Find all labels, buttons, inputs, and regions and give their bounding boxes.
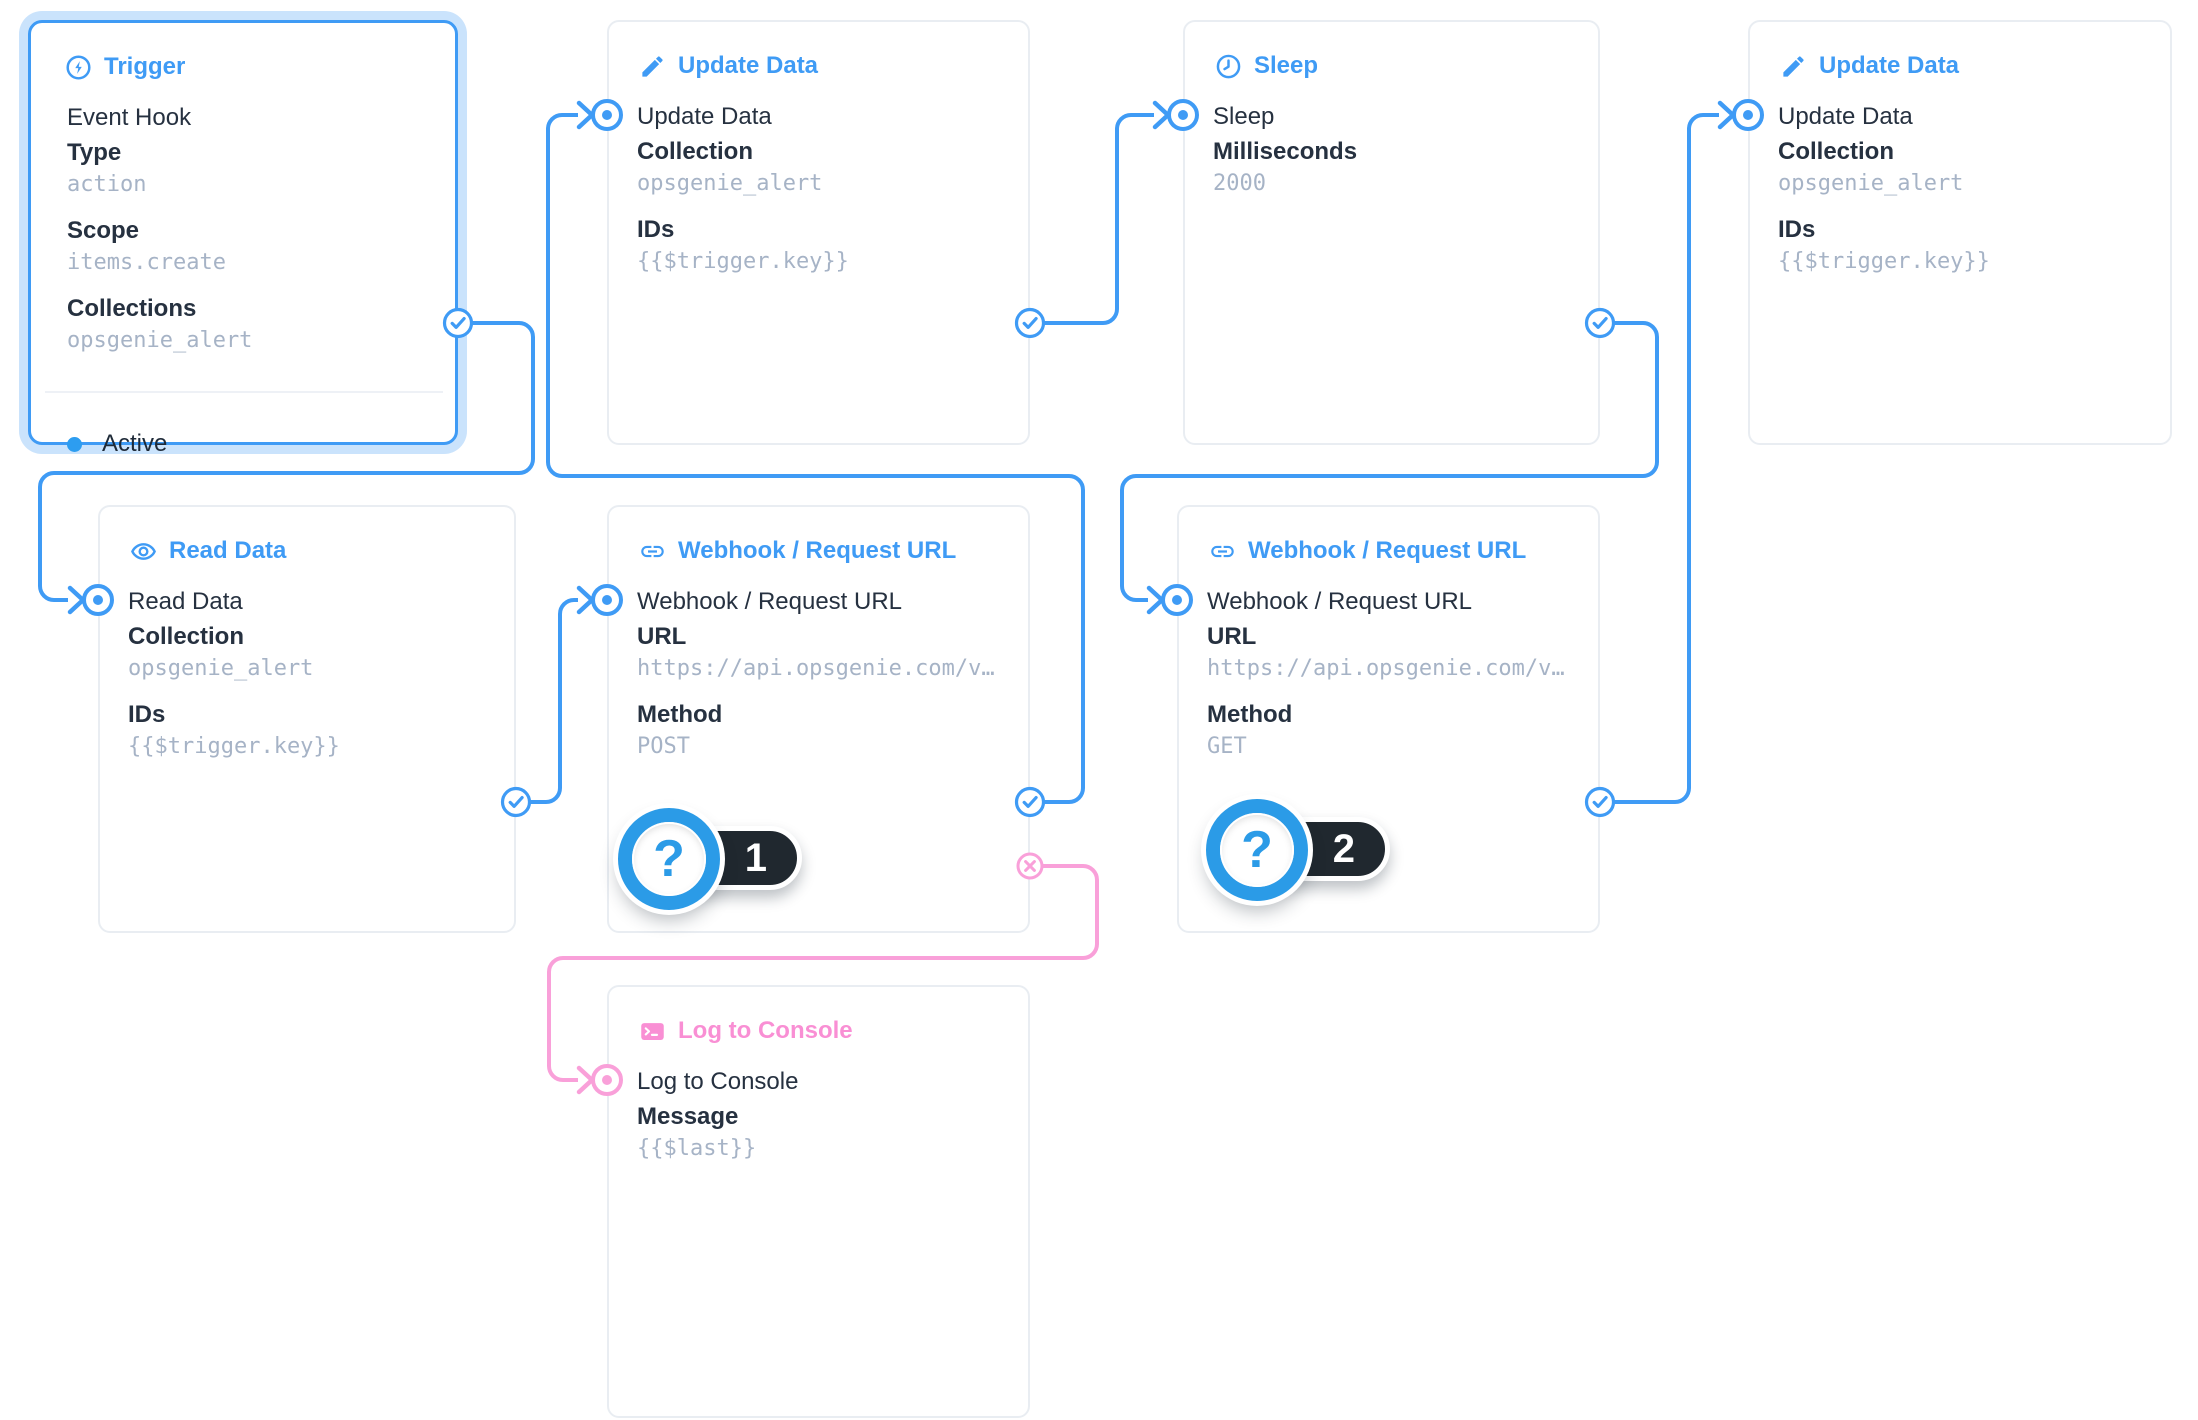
badge-count: 1 <box>744 835 767 880</box>
node-update-data-2[interactable]: Update Data Update Data Collection opsge… <box>1748 20 2172 445</box>
webhook-post-question-badge[interactable]: ? <box>618 808 720 910</box>
edge-arrowhead <box>1146 585 1165 615</box>
edge-webhook-post-reject-to-log <box>547 864 1099 1082</box>
field-label: IDs <box>637 216 675 243</box>
node-title: Read Data <box>169 537 287 564</box>
lightning-circle-icon <box>65 54 92 81</box>
field-label: IDs <box>1778 216 1816 243</box>
question-mark-icon: ? <box>632 822 706 896</box>
field-value: {{$trigger.key}} <box>637 249 849 274</box>
field-label: Milliseconds <box>1213 138 1358 165</box>
node-header: Trigger <box>65 49 185 85</box>
node-subtitle: Log to Console <box>637 1068 799 1095</box>
node-title: Update Data <box>678 52 819 79</box>
edge-arrowhead <box>576 585 595 615</box>
field-value: https://api.opsgenie.com/v… <box>637 656 995 681</box>
node-subtitle: Webhook / Request URL <box>637 588 903 615</box>
edge-update-data-1-to-sleep <box>1030 113 1154 325</box>
field-label: Method <box>637 701 723 728</box>
node-subtitle: Read Data <box>128 588 243 615</box>
field-value: {{$trigger.key}} <box>128 734 340 759</box>
eye-icon <box>130 538 157 565</box>
edge-arrowhead <box>576 1065 595 1095</box>
field-label: Collection <box>1778 138 1895 165</box>
node-header: Sleep <box>1215 48 1318 84</box>
field-value: items.create <box>67 250 226 275</box>
pencil-icon <box>639 53 666 80</box>
edge-webhook-post-to-update-data-1 <box>546 113 1085 804</box>
node-subtitle: Update Data <box>1778 103 1913 130</box>
node-trigger[interactable]: Trigger Event Hook Type action Scope ite… <box>28 20 458 457</box>
field-label: Collections <box>67 295 197 322</box>
field-label: Message <box>637 1103 739 1130</box>
field-value: action <box>67 172 147 197</box>
field-label: Collection <box>128 623 245 650</box>
field-label: Scope <box>67 217 140 244</box>
field-value: 2000 <box>1213 171 1266 196</box>
node-header: Log to Console <box>639 1013 853 1049</box>
field-value: https://api.opsgenie.com/v… <box>1207 656 1565 681</box>
edge-arrowhead <box>1152 100 1171 130</box>
field-value: opsgenie_alert <box>637 171 823 196</box>
field-label: Type <box>67 139 122 166</box>
field-value: opsgenie_alert <box>1778 171 1964 196</box>
status-label: Active <box>102 430 168 457</box>
edge-trigger-to-read-data <box>38 321 535 602</box>
node-update-data-1[interactable]: Update Data Update Data Collection opsge… <box>607 20 1030 445</box>
node-header: Webhook / Request URL <box>1209 533 1526 569</box>
field-value: opsgenie_alert <box>128 656 314 681</box>
edge-sleep-to-webhook-get <box>1120 321 1659 602</box>
node-title: Trigger <box>104 53 186 80</box>
node-subtitle: Sleep <box>1213 103 1275 130</box>
edge-arrowhead <box>67 585 86 615</box>
field-value: GET <box>1207 734 1247 759</box>
status-dot-icon <box>67 436 82 452</box>
edge-arrowhead <box>1717 100 1736 130</box>
field-label: URL <box>637 623 687 650</box>
field-value: opsgenie_alert <box>67 328 253 353</box>
edge-arrowhead <box>576 100 595 130</box>
node-log-to-console[interactable]: Log to Console Log to Console Message {{… <box>607 985 1030 1418</box>
divider <box>45 391 443 393</box>
node-title: Update Data <box>1819 52 1960 79</box>
trigger-status: Active <box>67 429 167 459</box>
node-read-data[interactable]: Read Data Read Data Collection opsgenie_… <box>98 505 516 933</box>
node-title: Sleep <box>1254 52 1319 79</box>
pencil-icon <box>1780 53 1807 80</box>
node-subtitle: Event Hook <box>67 104 192 131</box>
field-label: URL <box>1207 623 1257 650</box>
badge-count: 2 <box>1332 826 1355 871</box>
node-header: Update Data <box>639 48 818 84</box>
link-icon <box>639 538 666 565</box>
link-icon <box>1209 538 1236 565</box>
node-subtitle: Webhook / Request URL <box>1207 588 1473 615</box>
field-label: IDs <box>128 701 166 728</box>
field-value: {{$trigger.key}} <box>1778 249 1990 274</box>
node-title: Log to Console <box>678 1017 853 1044</box>
node-header: Update Data <box>1780 48 1959 84</box>
node-header: Webhook / Request URL <box>639 533 956 569</box>
edge-read-data-to-webhook-post <box>516 598 578 804</box>
clock-icon <box>1215 53 1242 80</box>
field-value: {{$last}} <box>637 1136 757 1161</box>
node-title: Webhook / Request URL <box>1248 537 1527 564</box>
node-sleep[interactable]: Sleep Sleep Milliseconds 2000 <box>1183 20 1600 445</box>
question-mark-icon: ? <box>1220 813 1294 887</box>
webhook-get-question-badge[interactable]: ? <box>1206 799 1308 901</box>
node-title: Webhook / Request URL <box>678 537 957 564</box>
field-value: POST <box>637 734 690 759</box>
field-label: Collection <box>637 138 754 165</box>
node-subtitle: Update Data <box>637 103 772 130</box>
field-label: Method <box>1207 701 1293 728</box>
terminal-icon <box>639 1018 666 1045</box>
node-header: Read Data <box>130 533 286 569</box>
edge-webhook-get-to-update-data-2 <box>1600 113 1719 804</box>
